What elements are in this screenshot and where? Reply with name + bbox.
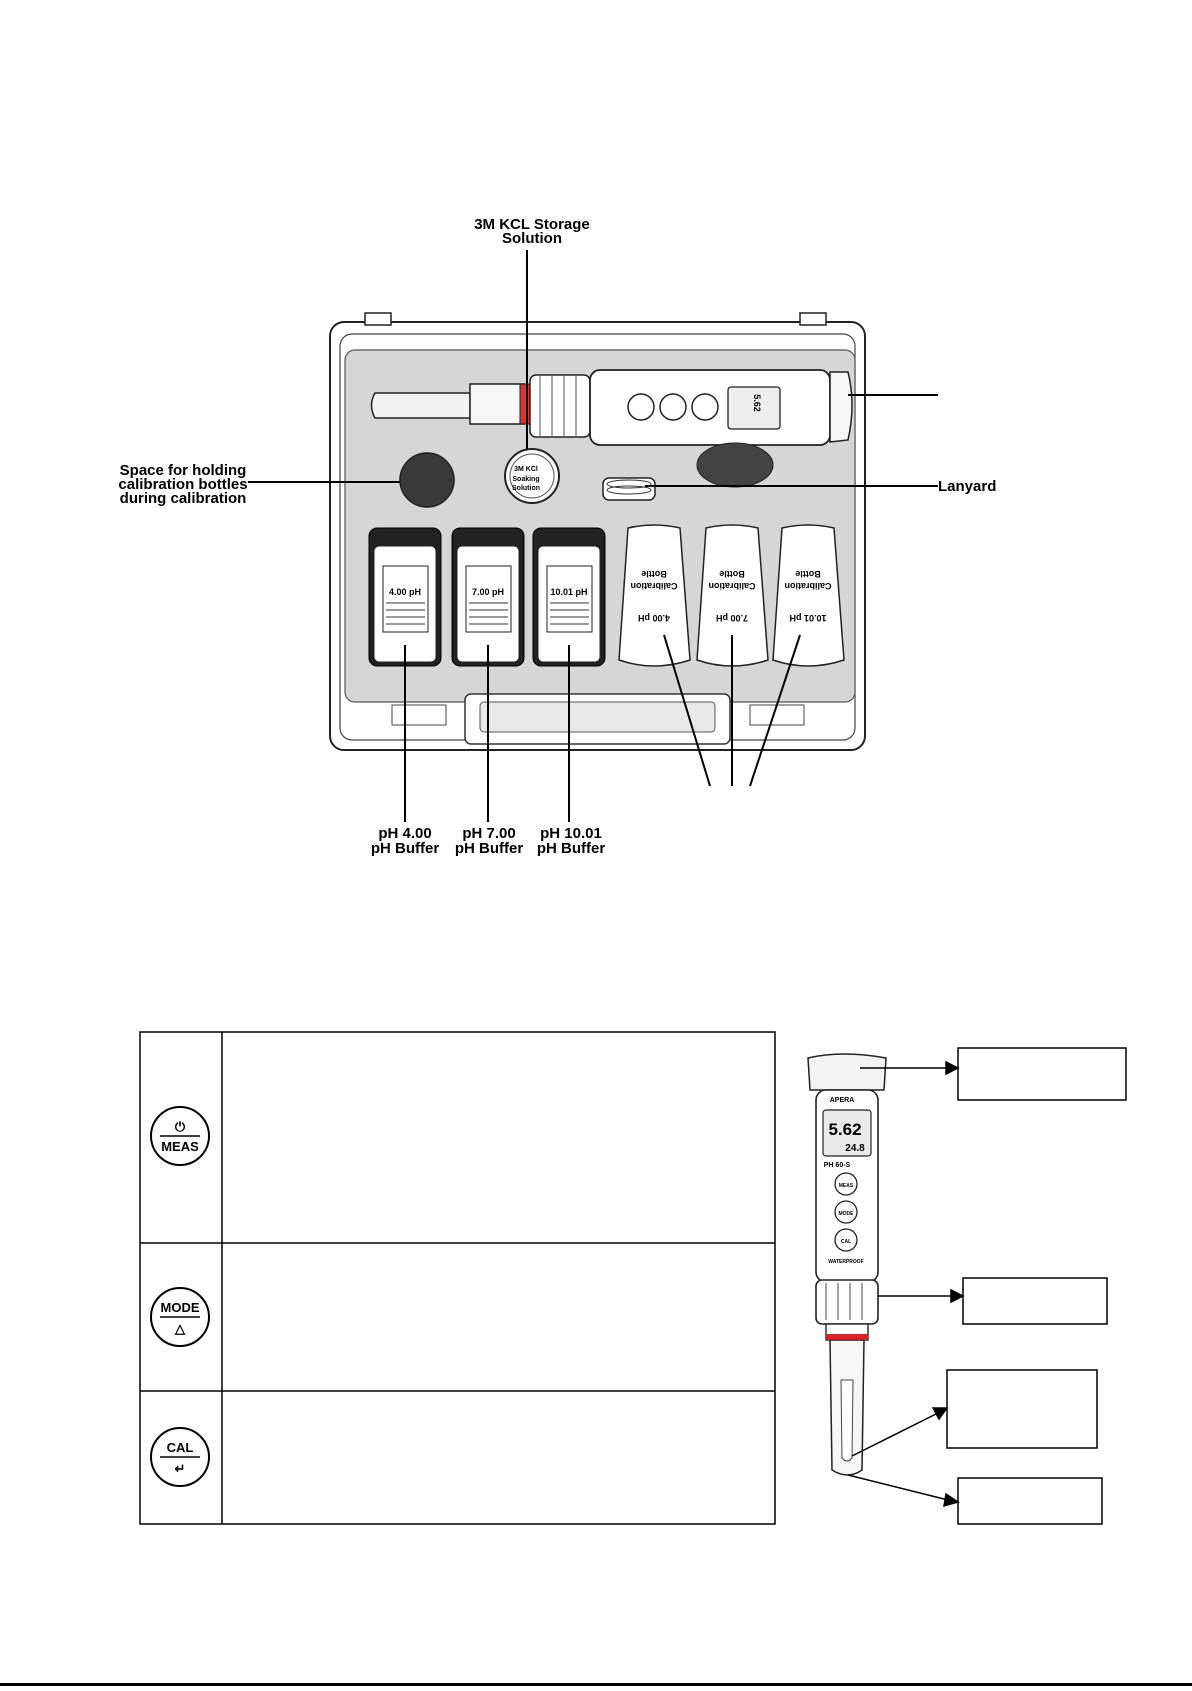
power-symbol: ⏻ (175, 1119, 186, 1134)
bottle-holder-hole (399, 452, 455, 508)
label-buffer-7: pH 7.00 (462, 825, 515, 842)
buffer-sachet-3: 10.01 pH (532, 527, 606, 667)
meter-meas-button (834, 1172, 858, 1196)
label-buffer-4: pH 4.00 (378, 825, 431, 842)
case-hinge (799, 312, 827, 326)
lanyard-coil (602, 477, 656, 501)
label-buffer-10: pH 10.01 (540, 825, 602, 842)
up-triangle-symbol: △ (174, 1321, 186, 1336)
mode-text: MODE (161, 1300, 200, 1315)
meter-mode-button (834, 1200, 858, 1224)
cal-bottle-text-2: Bottle (719, 569, 745, 579)
cal-bottle-text-2: Bottle (641, 569, 667, 579)
meter-collar (815, 1279, 879, 1325)
table-border (139, 1031, 776, 1525)
label-space-bottles: calibration bottles (118, 476, 247, 493)
label-space-holding: Space for holding (120, 462, 247, 479)
callout-arrows (847, 1060, 965, 1508)
meter-electrode (840, 1379, 854, 1462)
cal-key-icon: CAL ↵ (150, 1427, 210, 1487)
callout-box-probe (957, 1477, 1103, 1525)
power-meas-key-icon: ⏻ MEAS (150, 1106, 210, 1166)
calibration-bottle-1: Calibration Bottle 4.00 pH (618, 524, 691, 667)
pen-meter-horizontal: 5.62 (370, 369, 853, 488)
buffer-sachet-1: 4.00 pH (368, 527, 442, 667)
case-latch (391, 704, 447, 726)
kcl-bottle-text-3: Solution (512, 485, 540, 492)
meter-cal-button (834, 1228, 858, 1252)
meter-brand: APERA (830, 1097, 855, 1104)
label-buffer-7-sub: pH Buffer (455, 840, 523, 857)
meter-waterproof: WATERPROOF (828, 1259, 863, 1265)
meter-mode-label: MODE (839, 1211, 855, 1217)
label-buffer-4-sub: pH Buffer (371, 840, 439, 857)
meter-model: PH 60-S (824, 1162, 851, 1169)
case-handle-inner (479, 701, 716, 733)
label-kcl-storage: 3M KCL Storage (474, 216, 590, 233)
callout-box-electrode (946, 1369, 1098, 1449)
sachet-label-10: 10.01 pH (550, 587, 587, 597)
case-hinge (364, 312, 392, 326)
meter-lcd-temp: 24.8 (845, 1143, 865, 1154)
cal-bottle-value: 7.00 pH (716, 613, 748, 623)
meter-cap (807, 1053, 887, 1091)
lcd-main-reading: 5.62 (752, 394, 762, 412)
meter-lcd (822, 1109, 872, 1157)
cal-text: CAL (167, 1440, 194, 1455)
meter-cal-label: CAL (841, 1239, 851, 1245)
enter-symbol: ↵ (175, 1461, 186, 1476)
cal-bottle-text-2: Bottle (795, 569, 821, 579)
kcl-bottle-text-2: Soaking (512, 476, 539, 483)
cal-bottle-value: 10.01 pH (789, 613, 826, 623)
cal-bottle-text-1: Calibration (630, 581, 677, 591)
meter-lcd-main: 5.62 (828, 1120, 861, 1139)
kit-case-figure: 5.62 3M KCl Soaking Solution 4.00 pH (118, 216, 996, 857)
sachet-label-4: 4.00 pH (389, 587, 421, 597)
cal-bottle-text-1: Calibration (708, 581, 755, 591)
calibration-bottle-2: Calibration Bottle 7.00 pH (696, 524, 769, 667)
label-kcl-solution: Solution (502, 230, 562, 247)
vertical-meter-figure: APERA 5.62 24.8 PH 60-S MEAS MODE CAL WA… (807, 1047, 1127, 1525)
callout-box-collar (962, 1277, 1108, 1325)
meter-meas-label: MEAS (839, 1183, 854, 1189)
calibration-bottle-3: Calibration Bottle 10.01 pH (772, 524, 845, 667)
callout-box-cap (957, 1047, 1127, 1101)
kcl-soaking-bottle: 3M KCl Soaking Solution (504, 448, 560, 504)
mode-key-icon: MODE △ (150, 1287, 210, 1347)
kcl-bottle-text-1: 3M KCl (514, 466, 538, 473)
sachet-label-7: 7.00 pH (472, 587, 504, 597)
page-bottom-rule (0, 1683, 1192, 1686)
cal-bottle-value: 4.00 pH (638, 613, 670, 623)
label-lanyard: Lanyard (938, 478, 996, 495)
meter-red-ring (826, 1334, 868, 1339)
label-buffer-10-sub: pH Buffer (537, 840, 605, 857)
leader-lines (248, 250, 938, 822)
cal-bottle-text-1: Calibration (784, 581, 831, 591)
case-latch (749, 704, 805, 726)
label-space-calibration: during calibration (120, 490, 247, 507)
buffer-sachet-2: 7.00 pH (451, 527, 525, 667)
keys-table: ⏻ MEAS MODE △ CAL ↵ (139, 1031, 776, 1525)
meas-text: MEAS (161, 1139, 199, 1154)
